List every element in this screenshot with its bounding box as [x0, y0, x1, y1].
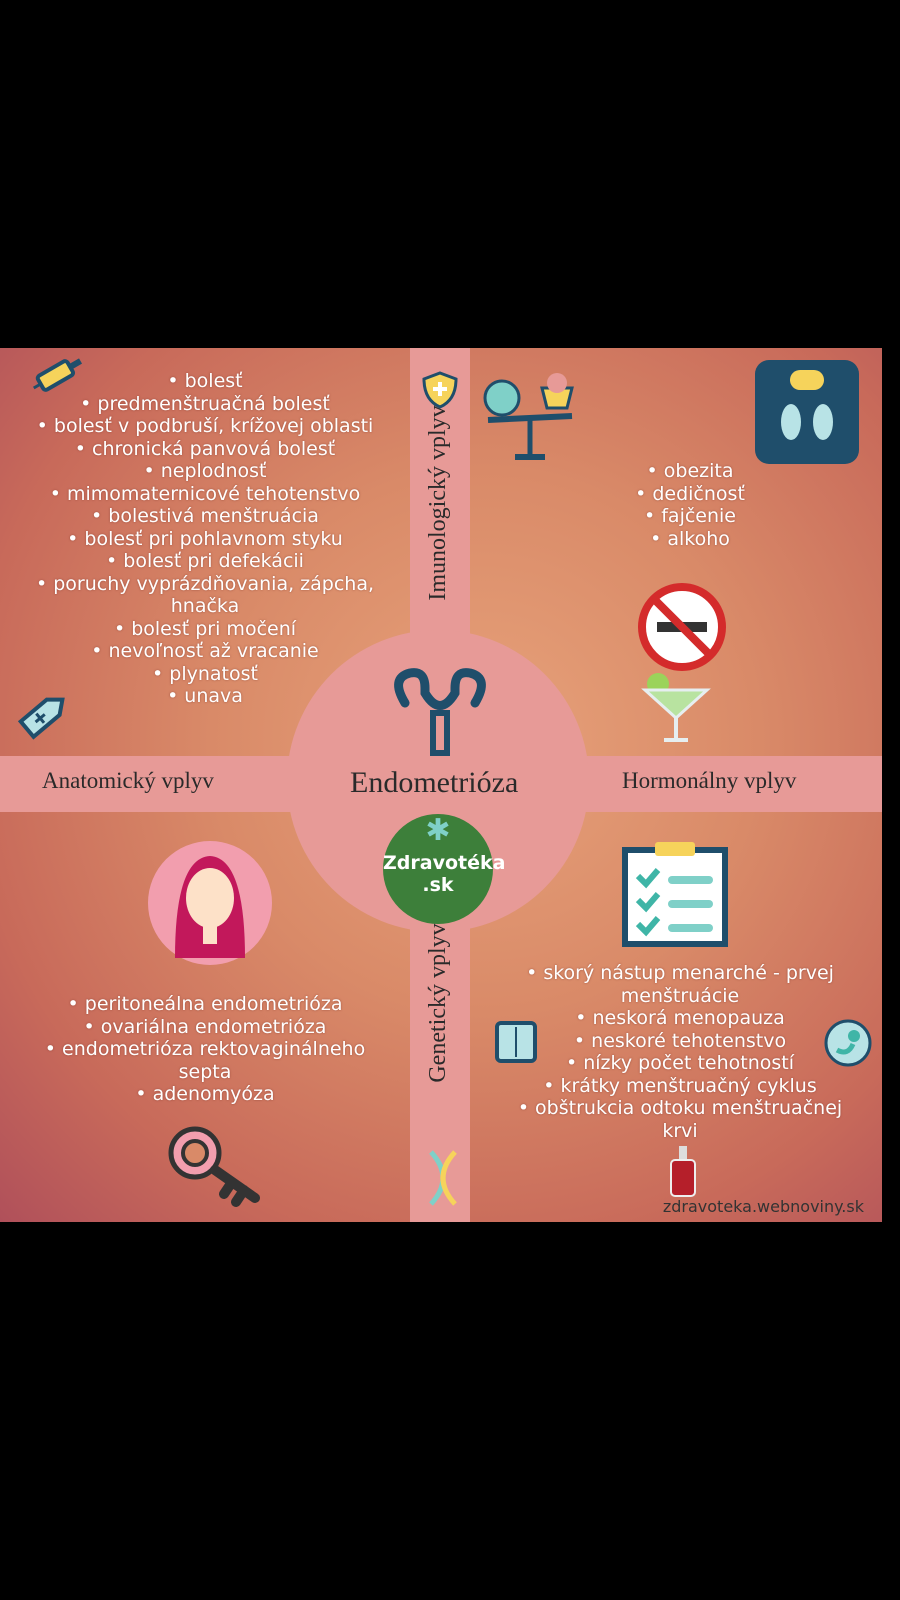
list-item: • neskorá menopauza	[575, 1007, 785, 1029]
fetus-icon	[824, 1019, 872, 1067]
no-smoking-icon	[638, 583, 726, 671]
section-anatomical: Anatomický vplyv	[42, 768, 214, 793]
scale-food-icon	[483, 373, 574, 460]
list-item: • fajčenie	[643, 505, 736, 527]
checklist-icon	[622, 842, 728, 947]
hormonal-factors-list: • skorý nástup menarché - prvej menštruá…	[480, 962, 880, 1142]
source-url: zdravoteka.webnoviny.sk	[662, 1197, 864, 1216]
list-item: • dedičnosť	[635, 482, 745, 505]
shield-icon	[422, 371, 458, 409]
list-item: • obezita	[646, 460, 734, 482]
list-item: • plynatosť	[152, 662, 258, 685]
list-item: hnačka	[170, 595, 240, 617]
price-tag-icon	[17, 697, 65, 740]
list-item: • bolesť pri defekácii	[106, 550, 304, 572]
uterus-icon	[394, 668, 486, 756]
section-hormonal: Hormonálny vplyv	[622, 768, 797, 793]
list-item: • obštrukcia odtoku menštruačnej	[517, 1097, 843, 1119]
blood-bottle-icon	[670, 1146, 696, 1197]
list-item: • krátky menštruačný cyklus	[543, 1074, 817, 1097]
female-symbol-icon	[168, 1126, 260, 1207]
list-item: septa	[178, 1060, 232, 1083]
page-title: Endometrióza	[350, 766, 519, 799]
list-item: • bolesť	[167, 370, 243, 392]
symptoms-list: • bolesť • predmenštruačná bolesť • bole…	[0, 370, 410, 708]
risk-factors-list: • obezita • dedičnosť • fajčenie • alkoh…	[600, 460, 780, 550]
infographic: Imunologický vplyv Genetický vplyv Anato…	[0, 348, 882, 1222]
bathroom-scale-icon	[755, 360, 859, 464]
list-item: • bolesť pri močení	[113, 617, 297, 640]
dna-icon	[429, 1150, 457, 1206]
list-item: • poruchy vyprázdňovania, zápcha,	[35, 572, 375, 595]
list-item: • bolestivá menštruácia	[91, 505, 319, 527]
types-list: • peritoneálna endometrióza • ovariálna …	[10, 993, 400, 1106]
list-item: • neplodnosť	[143, 460, 267, 482]
list-item: • mimomaternicové tehotenstvo	[49, 482, 361, 505]
list-item: • nevoľnosť až vracanie	[91, 640, 319, 662]
list-item: • adenomyóza	[135, 1083, 275, 1105]
list-item: krvi	[662, 1119, 698, 1142]
list-item: • nízky počet tehotností	[565, 1052, 794, 1074]
list-item: • alkoho	[650, 527, 730, 550]
list-item: • predmenštruačná bolesť	[80, 392, 330, 415]
syringe-icon	[33, 358, 83, 392]
list-item: • ovariálna endometrióza	[83, 1015, 327, 1038]
list-item: • peritoneálna endometrióza	[67, 993, 343, 1015]
cocktail-icon	[641, 673, 711, 742]
list-item: • bolesť pri pohlavnom styku	[67, 527, 343, 550]
list-item: • neskoré tehotenstvo	[573, 1029, 787, 1052]
list-item: • unava	[167, 685, 243, 707]
zdravoteka-logo: ✱ Zdravotéka.sk	[383, 813, 506, 924]
pill-pack-icon	[495, 1021, 537, 1063]
logo-line1: Zdravotéka	[383, 852, 506, 874]
logo-line2: .sk	[422, 874, 454, 896]
asterisk-icon: ✱	[425, 813, 451, 848]
list-item: menštruácie	[620, 984, 740, 1007]
list-item: • skorý nástup menarché - prvej	[526, 962, 834, 984]
list-item: • bolesť v podbruší, krížovej oblasti	[36, 415, 374, 437]
list-item: • chronická panvová bolesť	[74, 437, 336, 460]
woman-avatar-icon	[148, 841, 272, 965]
list-item: • endometrióza rektovaginálneho	[44, 1038, 366, 1060]
